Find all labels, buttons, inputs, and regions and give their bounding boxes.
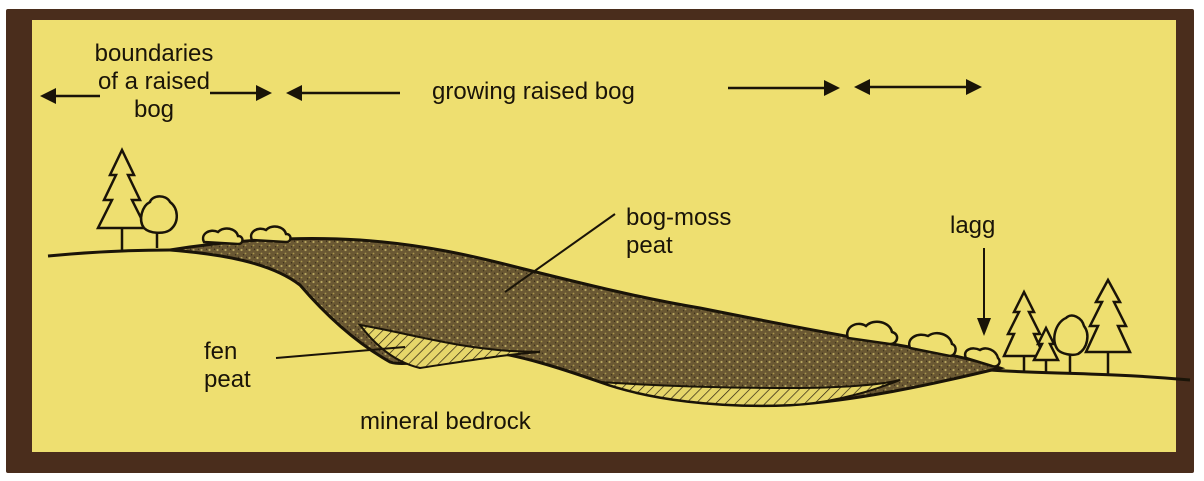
conifer-tree-icon (1086, 280, 1130, 374)
bog-moss-peat-label: bog-moss peat (626, 204, 731, 260)
boundaries-label: boundaries of a raised bog (68, 40, 240, 124)
bog-moss-line-2: peat (626, 232, 731, 260)
growing-arrow-right (728, 80, 840, 96)
fen-line-1: fen (204, 338, 251, 366)
boundaries-line-2: of a raised (68, 68, 240, 96)
fen-line-2: peat (204, 366, 251, 394)
broadleaf-tree-icon (141, 196, 177, 248)
fen-peat-label: fen peat (204, 338, 251, 394)
boundaries-line-1: boundaries (68, 40, 240, 68)
mineral-bedrock-label: mineral bedrock (360, 408, 531, 436)
bog-moss-line-1: bog-moss (626, 204, 731, 232)
conifer-tree-icon (98, 150, 146, 250)
growing-raised-bog-label: growing raised bog (432, 78, 635, 106)
growing-arrow-left (286, 85, 400, 101)
lagg-double-arrow (854, 79, 982, 95)
lagg-label: lagg (950, 212, 995, 240)
lagg-arrowhead (977, 318, 991, 336)
broadleaf-tree-icon (1054, 316, 1087, 374)
boundaries-line-3: bog (68, 96, 240, 124)
